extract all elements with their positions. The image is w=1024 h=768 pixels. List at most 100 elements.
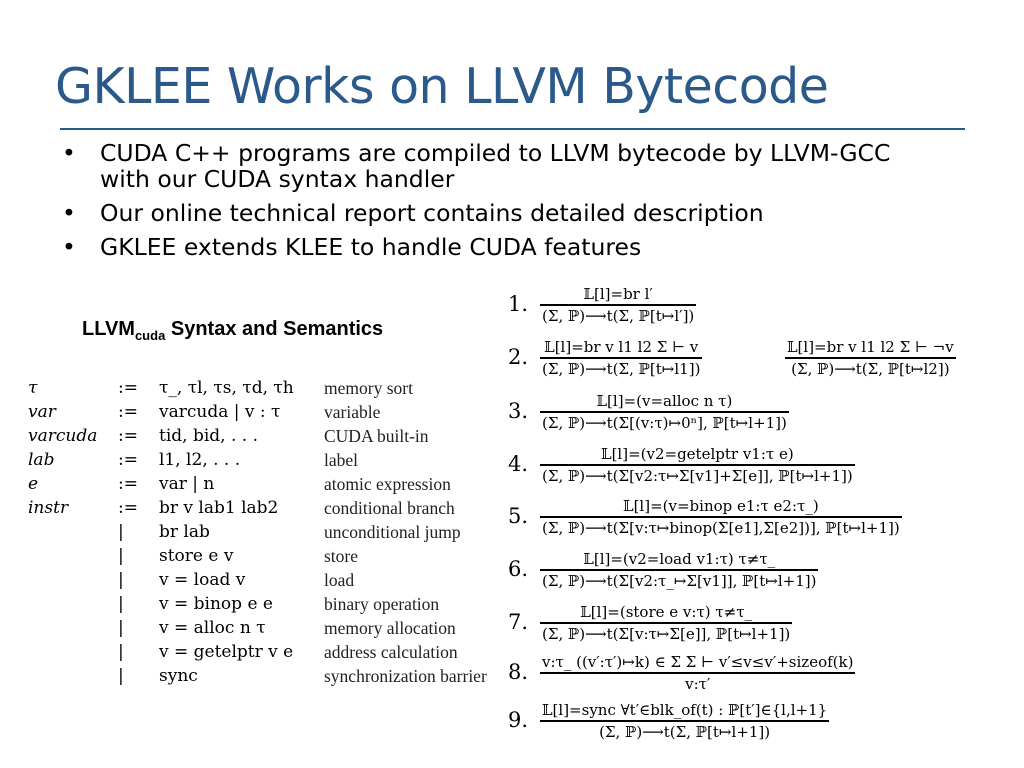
grammar-description: load [324, 570, 355, 590]
rule-fraction: 𝕃[l]=(v2=getelptr v1:τ e)(Σ, ℙ)⟶t(Σ[v2:τ… [540, 444, 855, 486]
grammar-production: var | n [159, 474, 215, 494]
rule-conclusion: (Σ, ℙ)⟶t(Σ[v:τ↦Σ[e]], ℙ[t↦l+1]) [542, 624, 791, 643]
grammar-description: unconditional jump [324, 522, 461, 542]
rule-bar [540, 357, 703, 359]
grammar-description: synchronization barrier [324, 666, 487, 686]
rule-premise: 𝕃[l]=br v l1 l2 Σ ⊢ v [544, 338, 699, 356]
grammar-description: store [324, 546, 359, 566]
caption-rest: Syntax and Semantics [165, 318, 384, 340]
grammar-production: store e v [159, 546, 234, 566]
rule-number: 3. [508, 399, 529, 423]
rule-number: 8. [508, 660, 529, 684]
grammar-production: sync [159, 666, 198, 686]
bullet-marker: • [62, 233, 76, 261]
bullet-list: • CUDA C++ programs are compiled to LLVM … [60, 140, 960, 268]
rule-number: 5. [508, 504, 529, 528]
slide-title: GKLEE Works on LLVM Bytecode [55, 58, 829, 115]
bullet-marker: • [62, 199, 76, 227]
grammar-production: varcuda | v : τ [159, 402, 281, 422]
grammar-description: memory allocation [324, 618, 456, 638]
grammar-operator: := [118, 498, 138, 518]
rule-number: 6. [508, 557, 529, 581]
grammar-operator: := [118, 426, 138, 446]
grammar-nonterminal: instr [28, 498, 69, 518]
rule-conclusion: (Σ, ℙ)⟶t(Σ, ℙ[t↦l2]) [791, 359, 950, 378]
grammar-production: br lab [159, 522, 210, 542]
rule-bar [540, 411, 789, 413]
rule-bar [540, 622, 793, 624]
grammar-operator: | [118, 594, 124, 614]
rule-conclusion: (Σ, ℙ)⟶t(Σ[(v:τ)↦0ⁿ], ℙ[t↦l+1]) [542, 413, 787, 432]
grammar-nonterminal: lab [28, 450, 55, 470]
rule-number: 2. [508, 345, 529, 369]
rule-conclusion: (Σ, ℙ)⟶t(Σ, ℙ[t↦l′]) [542, 306, 695, 325]
rule-bar [540, 672, 856, 674]
bullet-text: GKLEE extends KLEE to handle CUDA featur… [100, 233, 642, 261]
rule-premise: 𝕃[l]=br l′ [583, 285, 653, 303]
rule-fraction: 𝕃[l]=(store e v:τ) τ≠τ_ (Σ, ℙ)⟶t(Σ[v:τ↦Σ[… [540, 602, 793, 644]
grammar-description: address calculation [324, 642, 458, 662]
grammar-nonterminal: e [28, 474, 39, 494]
grammar-production: v = load v [159, 570, 246, 590]
grammar-operator: | [118, 642, 124, 662]
grammar-description: atomic expression [324, 474, 451, 494]
grammar-operator: | [118, 618, 124, 638]
grammar-nonterminal: varcuda [28, 426, 98, 446]
rule-premise: 𝕃[l]=(v=alloc n τ) [596, 392, 733, 410]
rule-conclusion: v:τ′ [685, 674, 711, 693]
rule-conclusion: (Σ, ℙ)⟶t(Σ, ℙ[t↦l1]) [542, 359, 701, 378]
rule-number: 4. [508, 452, 529, 476]
bullet-item: • Our online technical report contains de… [60, 200, 960, 226]
rule-fraction: 𝕃[l]=br v l1 l2 Σ ⊢ ¬v (Σ, ℙ)⟶t(Σ, ℙ[t↦l2… [785, 337, 956, 379]
grammar-operator: := [118, 450, 138, 470]
grammar-production: τ_, τl, τs, τd, τh [159, 378, 294, 398]
rule-premise: v:τ_ ((v′:τ′)↦k) ∈ Σ Σ ⊢ v′≤v≤v′+sizeof(… [542, 653, 854, 671]
rule-number: 7. [508, 610, 529, 634]
grammar-description: conditional branch [324, 498, 455, 518]
grammar-description: CUDA built-in [324, 426, 429, 446]
bullet-item: • CUDA C++ programs are compiled to LLVM … [60, 140, 960, 192]
grammar-operator: | [118, 522, 124, 542]
rule-bar [785, 357, 956, 359]
bullet-text: CUDA C++ programs are compiled to LLVM b… [100, 139, 891, 193]
grammar-nonterminal: var [28, 402, 56, 422]
rule-bar [540, 569, 819, 571]
rule-premise: 𝕃[l]=br v l1 l2 Σ ⊢ ¬v [787, 338, 954, 356]
grammar-operator: | [118, 570, 124, 590]
rule-conclusion: (Σ, ℙ)⟶t(Σ[v2:τ_↦Σ[v1]], ℙ[t↦l+1]) [542, 571, 817, 590]
rule-premise: 𝕃[l]=(v2=load v1:τ) τ≠τ_ [583, 550, 776, 568]
figure-caption: LLVMcuda Syntax and Semantics [82, 318, 383, 343]
grammar-production: v = getelptr v e [159, 642, 294, 662]
rule-premise: 𝕃[l]=(store e v:τ) τ≠τ_ [580, 603, 753, 621]
rule-fraction: 𝕃[l]=(v=alloc n τ) (Σ, ℙ)⟶t(Σ[(v:τ)↦0ⁿ], … [540, 391, 789, 433]
rule-premise: 𝕃[l]=(v2=getelptr v1:τ e) [601, 445, 794, 463]
caption-subscript: cuda [134, 328, 166, 343]
grammar-production: l1, l2, . . . [159, 450, 241, 470]
grammar-production: v = alloc n τ [159, 618, 266, 638]
grammar-production: br v lab1 lab2 [159, 498, 279, 518]
rule-fraction: 𝕃[l]=br l′ (Σ, ℙ)⟶t(Σ, ℙ[t↦l′]) [540, 284, 697, 326]
rule-fraction: v:τ_ ((v′:τ′)↦k) ∈ Σ Σ ⊢ v′≤v≤v′+sizeof(… [540, 652, 856, 694]
title-divider [60, 128, 965, 130]
grammar-operator: := [118, 402, 138, 422]
rule-fraction: 𝕃[l]=(v2=load v1:τ) τ≠τ_ (Σ, ℙ)⟶t(Σ[v2:τ_… [540, 549, 819, 591]
rule-bar [540, 464, 855, 466]
grammar-operator: | [118, 666, 124, 686]
bullet-item: • GKLEE extends KLEE to handle CUDA featu… [60, 234, 960, 260]
grammar-description: label [324, 450, 359, 470]
rule-bar [540, 720, 830, 722]
rule-bar [540, 516, 902, 518]
grammar-production: v = binop e e [159, 594, 273, 614]
rule-conclusion: (Σ, ℙ)⟶t(Σ, ℙ[t↦l+1]) [599, 722, 771, 741]
caption-main: LLVM [82, 318, 135, 340]
grammar-production: tid, bid, . . . [159, 426, 258, 446]
rule-fraction: 𝕃[l]=(v=binop e1:τ e2:τ_)(Σ, ℙ)⟶t(Σ[v:τ↦… [540, 496, 902, 538]
bullet-text: Our online technical report contains det… [100, 199, 764, 227]
rule-number: 1. [508, 292, 529, 316]
rule-premise: 𝕃[l]=sync ∀t′∈blk_of(t) : ℙ[t′]∈{l,l+1} [542, 701, 828, 719]
grammar-description: variable [324, 402, 381, 422]
bullet-marker: • [62, 139, 76, 167]
grammar-description: memory sort [324, 378, 413, 398]
rule-bar [540, 304, 697, 306]
grammar-operator: := [118, 378, 138, 398]
